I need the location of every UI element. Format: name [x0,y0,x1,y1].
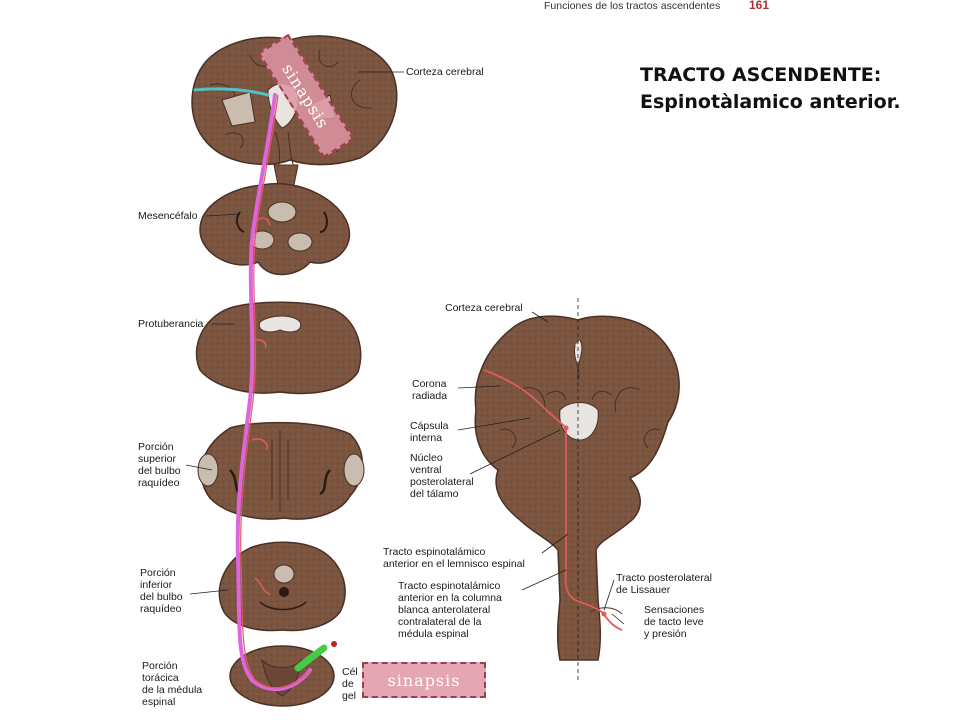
label-cortex-right: Corteza cerebral [445,302,523,314]
label-cells-partial: Cél de gel [342,666,358,702]
label-tract-column: Tracto espinotalámico anterior en la col… [398,580,502,640]
label-lissauer-line: de Lissauer [616,584,671,596]
label-tract-lemniscus-line: Tracto espinotalámico [383,546,486,558]
label-capsule-line: Cápsula [410,420,449,432]
label-cortex-left: Corteza cerebral [406,66,484,78]
label-cells-line: de [342,678,354,690]
label-nucleus-line: Núcleo [410,452,443,464]
label-lower-medulla: Porción inferior del bulbo raquídeo [140,567,183,615]
label-thoracic-line: Porción [142,660,178,672]
label-pons: Protuberancia [138,318,204,330]
slide-title: TRACTO ASCENDENTE: [640,64,882,86]
label-thoracic-line: espinal [142,696,176,708]
label-sensations-line: de tacto leve [644,616,704,628]
label-thoracic-line: torácica [142,672,179,684]
magenta-tract-path [235,93,312,691]
label-midbrain: Mesencéfalo [138,210,198,222]
midbrain-section [199,183,351,276]
pons-section [195,301,362,395]
page-number: 161 [749,0,770,12]
label-tract-column-line: blanca anterolateral [398,604,491,616]
label-cells-line: Cél [342,666,358,678]
label-internal-capsule: Cápsula interna [410,420,449,444]
label-lower-medulla-line: del bulbo [140,591,183,603]
label-lissauer-line: Tracto posterolateral [616,572,712,584]
label-capsule-line: interna [410,432,443,444]
label-tract-column-line: anterior en la columna [398,592,502,604]
lower-medulla-section [218,541,346,632]
label-upper-medulla-line: superior [138,453,176,465]
slide-subtitle: Espinotàlamico anterior. [640,91,901,113]
red-tract-path [240,94,311,689]
label-tract-lemniscus: Tracto espinotalámico anterior en el lem… [383,546,525,570]
running-header: Funciones de los tractos ascendentes [544,0,721,12]
label-corona-line: Corona [412,378,447,390]
label-nucleus-line: posterolateral [410,476,474,488]
label-thoracic-line: de la médula [142,684,203,696]
label-sensations-line: Sensaciones [644,604,705,616]
brainstem-diagram [474,298,680,680]
label-thalamic-nucleus: Núcleo ventral posterolateral del tálamo [410,452,474,500]
label-nucleus-line: ventral [410,464,442,476]
green-marker [294,644,328,672]
label-upper-medulla-line: Porción [138,441,174,453]
label-lower-medulla-line: Porción [140,567,176,579]
label-upper-medulla-line: raquídeo [138,477,180,489]
label-tract-column-line: médula espinal [398,628,469,640]
label-corona-line: radiada [412,390,448,402]
label-tract-lemniscus-line: anterior en el lemnisco espinal [383,558,525,570]
synapse-label-bottom: sinapsis [362,662,486,698]
label-lower-medulla-line: inferior [140,579,173,591]
label-sensations-line: y presión [644,628,687,640]
label-tract-column-line: Tracto espinotalámico [398,580,501,592]
label-tract-column-line: contralateral de la [398,616,482,628]
label-thoracic-cord: Porción torácica de la médula espinal [142,660,202,708]
label-sensations: Sensaciones de tacto leve y presión [644,604,704,640]
label-lissauer-tract: Tracto posterolateral de Lissauer [616,572,712,596]
label-upper-medulla-line: del bulbo [138,465,181,477]
label-upper-medulla: Porción superior del bulbo raquídeo [138,441,181,489]
label-corona-radiata: Corona radiada [412,378,447,402]
label-nucleus-line: del tálamo [410,488,459,500]
label-cells-line: gel [342,690,357,702]
label-lower-medulla-line: raquídeo [140,603,182,615]
upper-medulla-section [197,421,365,520]
